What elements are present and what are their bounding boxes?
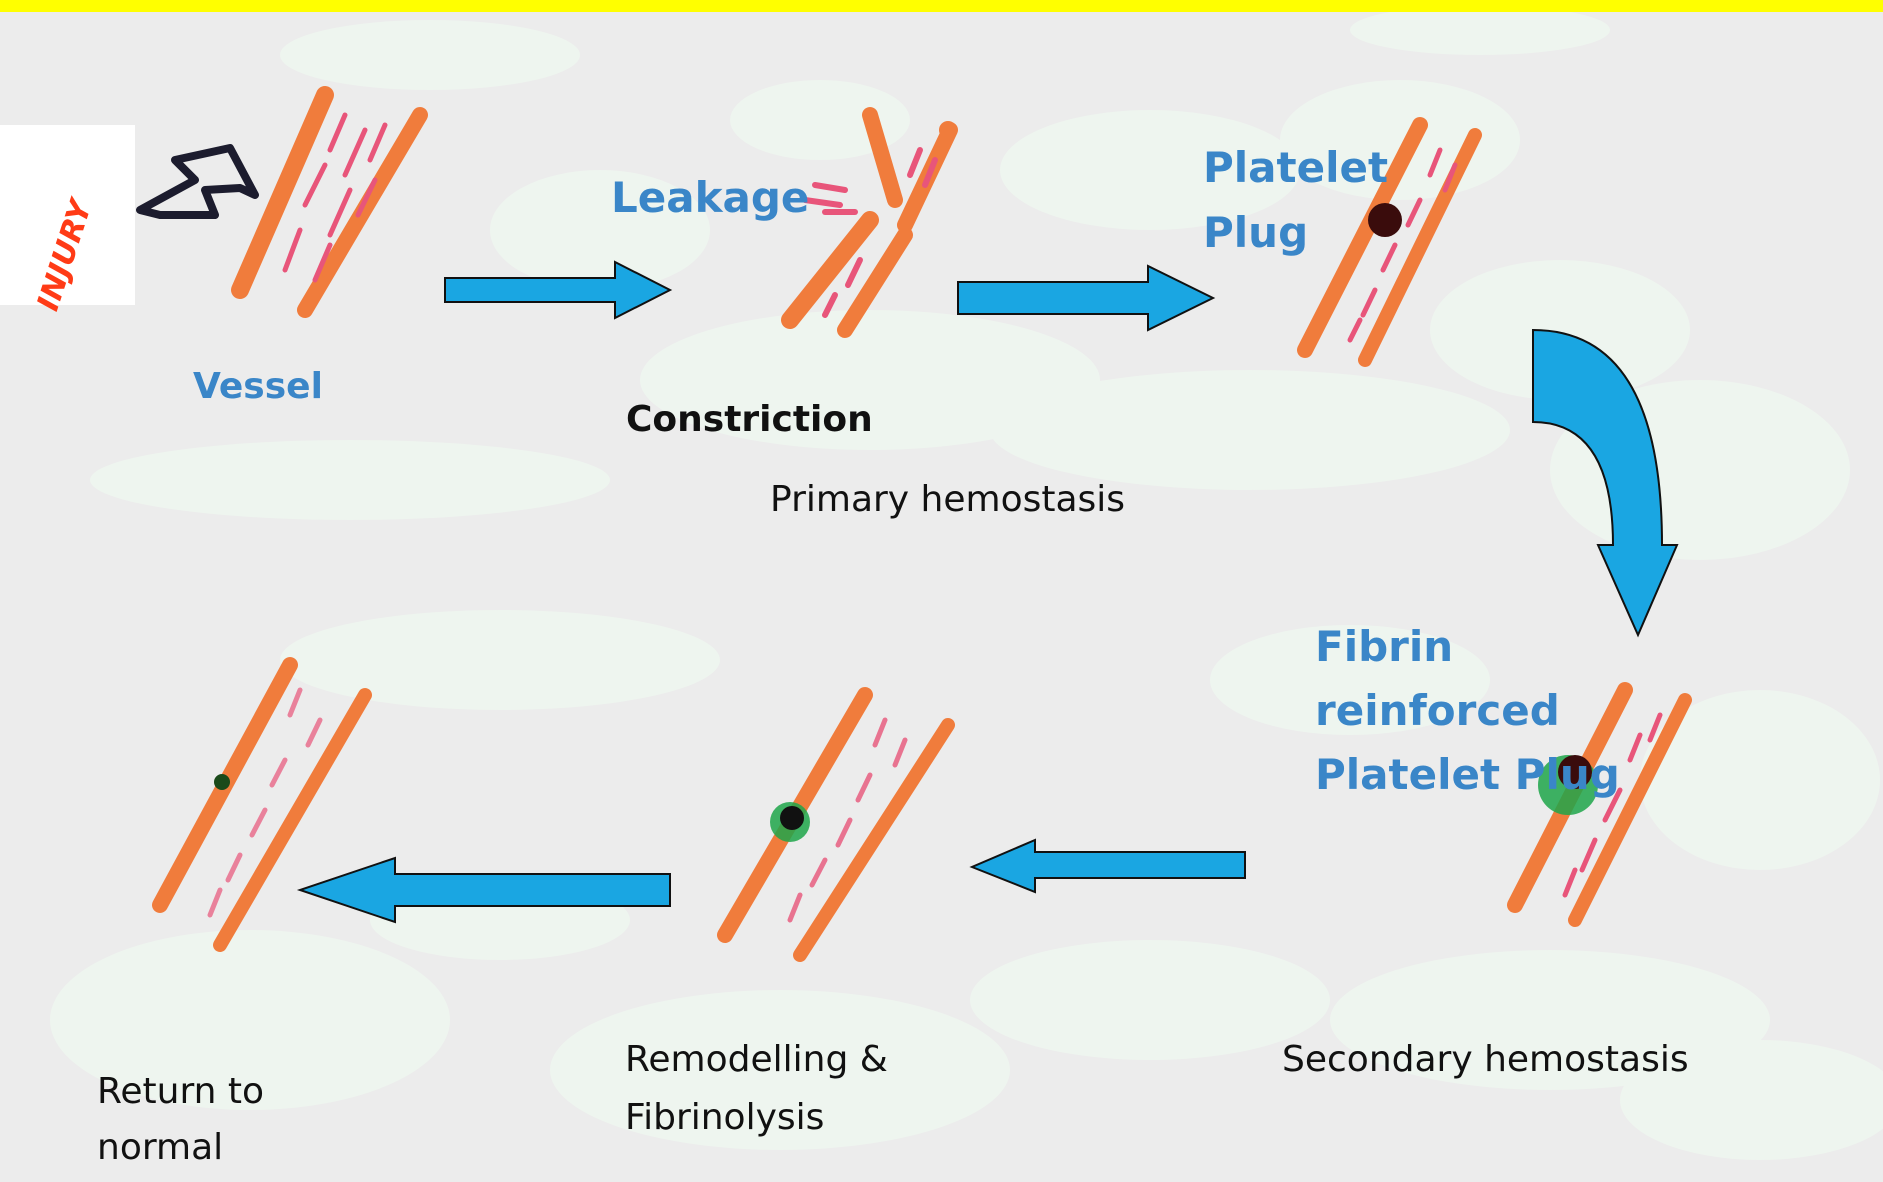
clot-remnant-icon	[780, 806, 804, 830]
leakage-label: Leakage	[611, 173, 809, 223]
remodelling-label-line1: Remodelling &	[625, 1038, 888, 1081]
platelet-plug-icon	[1368, 203, 1402, 237]
platelet-plug-label-line1: Platelet	[1203, 143, 1388, 193]
secondary-hemostasis-label: Secondary hemostasis	[1282, 1038, 1689, 1081]
platelet-plug-label-line2: Plug	[1203, 208, 1308, 258]
remodelling-label-line2: Fibrinolysis	[625, 1096, 824, 1139]
primary-hemostasis-label: Primary hemostasis	[770, 478, 1125, 521]
return-label-line1: Return to	[97, 1070, 264, 1113]
clot-remnant-icon	[214, 774, 230, 790]
constriction-label: Constriction	[626, 398, 873, 441]
return-label-line2: normal	[97, 1126, 223, 1169]
fibrin-label-line3: Platelet Plug	[1315, 750, 1620, 800]
fibrin-label-line2: reinforced	[1315, 686, 1560, 736]
fibrin-label-line1: Fibrin	[1315, 622, 1453, 672]
vessel-label: Vessel	[193, 365, 323, 408]
top-bar	[0, 0, 1883, 12]
